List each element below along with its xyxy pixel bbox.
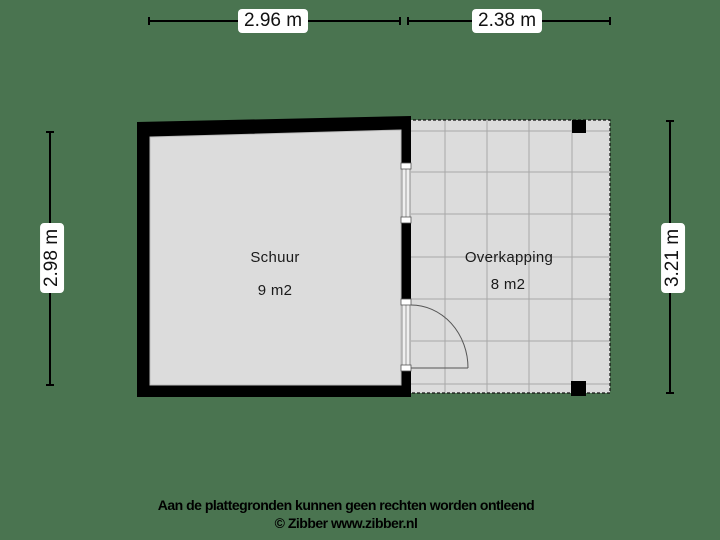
- column-top: [572, 120, 586, 133]
- dimension-top-left: 2.96 m: [238, 9, 309, 33]
- door: [400, 298, 469, 372]
- window: [400, 162, 412, 224]
- schuur-area: [137, 116, 411, 397]
- dimension-top-right: 2.38 m: [472, 9, 543, 33]
- copyright-text: © Zibber www.zibber.nl: [274, 515, 418, 531]
- room-area-overkapping: 8 m2: [490, 276, 526, 293]
- room-area-schuur: 9 m2: [257, 282, 293, 299]
- dimension-right: 3.21 m: [661, 222, 686, 294]
- room-name-schuur: Schuur: [250, 249, 300, 266]
- room-name-overkapping: Overkapping: [464, 249, 554, 266]
- column-bottom: [571, 381, 586, 396]
- disclaimer-text: Aan de plattegronden kunnen geen rechten…: [157, 497, 535, 513]
- dimension-left: 2.98 m: [40, 222, 65, 294]
- overkapping-area: [407, 119, 611, 396]
